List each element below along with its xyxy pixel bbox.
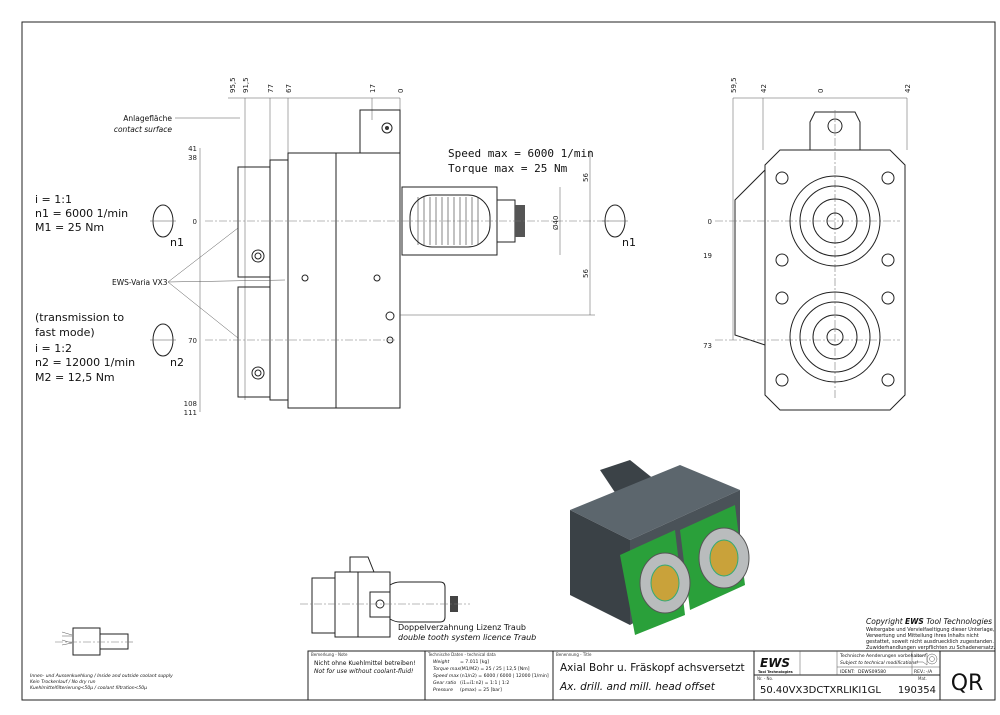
dim-top: 42 [904, 84, 912, 93]
spindle1-torque: M1 = 25 Nm [35, 221, 104, 234]
changes-de: Technische Aenderungen vorbehalten! [839, 653, 927, 659]
rev-value: -/A [926, 669, 933, 675]
dim-top: 17 [369, 84, 377, 93]
dim-left: 0 [193, 218, 197, 226]
tech-label: Gear ratio [433, 680, 456, 686]
qr-label: QR [951, 671, 984, 696]
spindle2-ratio: i = 1:2 [35, 342, 72, 355]
dim-left: 0 [708, 218, 712, 226]
rotation-arrow-icon: n1 [150, 204, 184, 249]
rotation-arrow-icon: n1 [602, 204, 636, 249]
spindle1-rotation-label: n1 [170, 236, 184, 249]
changes-en: Subject to technical modifications! [840, 660, 918, 666]
dim-left: 111 [184, 409, 197, 417]
drawing-title-en: Ax. drill. and mill. head offset [559, 681, 716, 693]
dim-top: 42 [760, 84, 768, 93]
torque-max-label: Torque max = 25 Nm [448, 162, 568, 175]
projection-symbol-icon [915, 652, 938, 666]
title-block: Bemerkung - Note Nicht ohne Kuehlmittel … [307, 650, 996, 701]
title-header: Benennung - Title [556, 652, 592, 657]
dim-left: 73 [703, 342, 712, 350]
copyright-line: Verwertung und Mitteilung ihres Inhalts … [866, 633, 979, 639]
tech-label: Pressure [433, 687, 453, 693]
ident-value: DEWS09580 [858, 669, 886, 675]
spindle1-speed: n1 = 6000 1/min [35, 207, 128, 220]
dim-left: 70 [188, 337, 197, 345]
spindle1-specs: i = 1:1 n1 = 6000 1/min M1 = 25 Nm [35, 193, 128, 234]
logo-subtitle: Tool Technologies [758, 670, 793, 674]
dim-diameter: Ø40 [552, 216, 560, 230]
varia-label: EWS-Varia VX3 [112, 278, 168, 287]
contact-surface-label: Anlagefläche [123, 114, 172, 123]
dim-top: 59,5 [730, 77, 738, 93]
tech-label: Torque max [433, 666, 460, 672]
ident-label: IDENT: [840, 669, 855, 675]
spindle2-note: (transmission to [35, 311, 124, 324]
part-number: 50.40VX3DCTXRLIKI1GL [760, 685, 881, 696]
mat-header: Mat. [918, 676, 927, 681]
copyright-prefix: Copyright [866, 617, 905, 626]
detail-caption-en: double tooth system licence Traub [398, 633, 536, 642]
logo-text: EWS [760, 656, 790, 670]
rotation-arrow-icon: n2 [150, 323, 184, 369]
dim-top: 0 [817, 89, 825, 93]
coolant-line: Innen- und Aussenkuehlung / Inside and o… [30, 673, 173, 679]
dim-top: 67 [285, 84, 293, 93]
note-en: Not for use without coolant-fluid! [314, 668, 413, 675]
copyright-line: Zuwiderhandlungen verpflichten zu Schade… [866, 645, 995, 651]
speed-max-label: Speed max = 6000 1/min [448, 147, 594, 160]
tech-value: (n1/n2) = 6000 / 6000 | 12000 [1/min] [460, 673, 549, 679]
dim-left: 108 [184, 400, 197, 408]
copyright-notice: Copyright EWS Tool Technologies Weiterga… [866, 617, 995, 651]
tech-label: Speed max [433, 673, 459, 679]
dim-top: 95,5 [229, 77, 237, 93]
spindle2-torque: M2 = 12,5 Nm [35, 371, 115, 384]
tech-value: (M1/M2) = 25 / 25 | 12,5 [Nm] [460, 666, 530, 672]
drawing-frame [21, 21, 996, 701]
spindle2-rotation-label: n2 [170, 356, 184, 369]
drive-rotation-label: n1 [622, 236, 636, 249]
isometric-render [570, 460, 750, 635]
detail-caption-de: Doppelverzahnung Lizenz Traub [398, 623, 526, 632]
material-number: 190354 [898, 685, 936, 696]
dim-top: 77 [267, 84, 275, 93]
rev-label: REV.: [914, 669, 925, 675]
spindle2-specs: (transmission to fast mode) i = 1:2 n2 =… [35, 311, 135, 384]
copyright-title: Copyright EWS Tool Technologies [866, 617, 992, 626]
copyright-brand: EWS [905, 617, 924, 626]
spindle2-speed: n2 = 12000 1/min [35, 356, 135, 369]
spindle1-ratio: i = 1:1 [35, 193, 72, 206]
note-header: Bemerkung - Note [311, 652, 348, 657]
number-header: Nr. - No. [757, 676, 773, 681]
spindle2-note: fast mode) [35, 326, 95, 339]
contact-surface-label-en: contact surface [114, 125, 173, 134]
copyright-line: gestattet, soweit nicht ausdruecklich zu… [866, 639, 994, 645]
front-view: 59,5 42 0 42 0 19 73 [703, 77, 912, 411]
side-view: 95,5 91,5 77 67 17 0 Anlagefläche contac… [112, 77, 636, 417]
ews-logo: EWS Tool Technologies [758, 656, 793, 674]
coolant-line: Kein Trockenlauf / No dry run [30, 679, 96, 685]
dim-top: 91,5 [242, 77, 250, 93]
tech-value: (i1=i1:n2) = 1:1 | 1:2 [460, 680, 509, 686]
dim-top: 0 [397, 89, 405, 93]
dim-left: 19 [703, 252, 712, 260]
drawing-title-de: Axial Bohr u. Fräskopf achsversetzt [560, 662, 745, 674]
coolant-schematic: Innen- und Aussenkuehlung / Inside and o… [30, 627, 173, 691]
detail-side-view: Doppelverzahnung Lizenz Traub double too… [300, 556, 536, 642]
tech-label: Weight [433, 659, 449, 665]
dim-right: 56 [582, 173, 590, 182]
note-de: Nicht ohne Kuehlmittel betreiben! [314, 660, 416, 667]
tech-value: (pmax) = 25 [bar] [460, 687, 502, 693]
dim-right: 56 [582, 269, 590, 278]
dim-left: 41 [188, 145, 197, 153]
coolant-line: Kuehlmittelfilterierung<50µ / coolant fi… [30, 685, 147, 691]
tech-value: = 7.011 [kg] [460, 659, 489, 665]
tech-header: Technische Daten - technical data [427, 652, 496, 657]
copyright-line: Weitergabe und Vervielfaeltigung dieser … [866, 627, 995, 633]
copyright-suffix: Tool Technologies [924, 617, 992, 626]
dim-left: 38 [188, 154, 197, 162]
